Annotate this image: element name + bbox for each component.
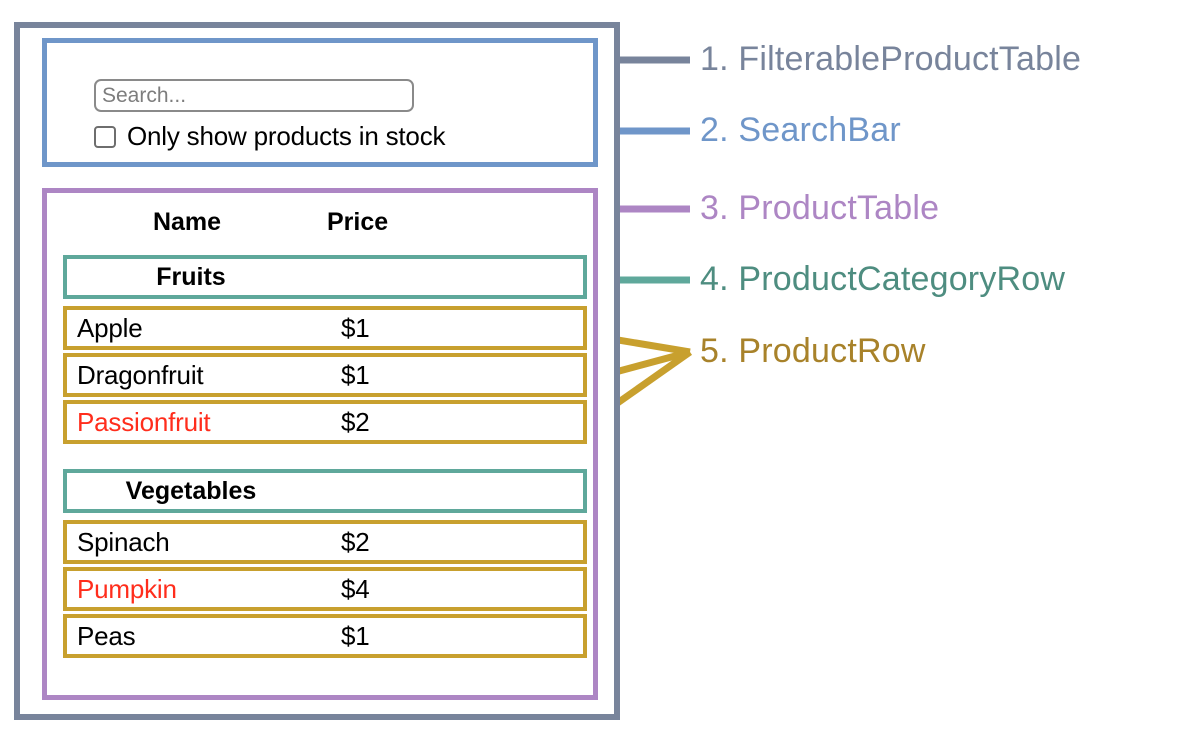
product-row-spinach: Spinach $2 [63, 520, 587, 564]
product-row-dragonfruit: Dragonfruit $1 [63, 353, 587, 397]
annotation-label-product-row: 5. ProductRow [700, 332, 926, 370]
product-row-peas: Peas $1 [63, 614, 587, 658]
product-category-label: Fruits [156, 262, 226, 291]
product-row-passionfruit: Passionfruit $2 [63, 400, 587, 444]
product-table-header: Name Price [63, 201, 587, 243]
column-header-name: Name [152, 207, 222, 236]
search-bar-boundary: Only show products in stock [42, 38, 598, 167]
product-name: Peas [77, 620, 136, 651]
product-row-apple: Apple $1 [63, 306, 587, 350]
in-stock-filter-row[interactable]: Only show products in stock [94, 121, 445, 152]
product-price: $2 [341, 406, 370, 437]
annotation-label-filterable-product-table: 1. FilterableProductTable [700, 40, 1082, 78]
product-name: Apple [77, 312, 143, 343]
product-name: Passionfruit [77, 406, 211, 437]
product-price: $1 [341, 312, 370, 343]
column-header-price: Price [327, 207, 389, 236]
annotation-label-product-table: 3. ProductTable [700, 189, 940, 227]
product-category-label: Vegetables [125, 476, 257, 505]
product-name: Spinach [77, 526, 170, 557]
product-category-row-fruits: Fruits [63, 255, 587, 299]
product-name: Dragonfruit [77, 359, 204, 390]
product-table-boundary: Name Price Fruits Apple $1 Dragonfruit $… [42, 188, 598, 700]
product-price: $2 [341, 526, 370, 557]
product-price: $1 [341, 620, 370, 651]
product-price: $1 [341, 359, 370, 390]
product-price: $4 [341, 573, 370, 604]
product-name: Pumpkin [77, 573, 177, 604]
in-stock-checkbox[interactable] [94, 125, 116, 148]
in-stock-checkbox-label: Only show products in stock [127, 121, 446, 151]
search-input[interactable] [94, 79, 414, 112]
product-category-row-vegetables: Vegetables [63, 469, 587, 513]
annotation-label-product-category-row: 4. ProductCategoryRow [700, 260, 1066, 298]
annotation-label-search-bar: 2. SearchBar [700, 111, 901, 149]
product-row-pumpkin: Pumpkin $4 [63, 567, 587, 611]
